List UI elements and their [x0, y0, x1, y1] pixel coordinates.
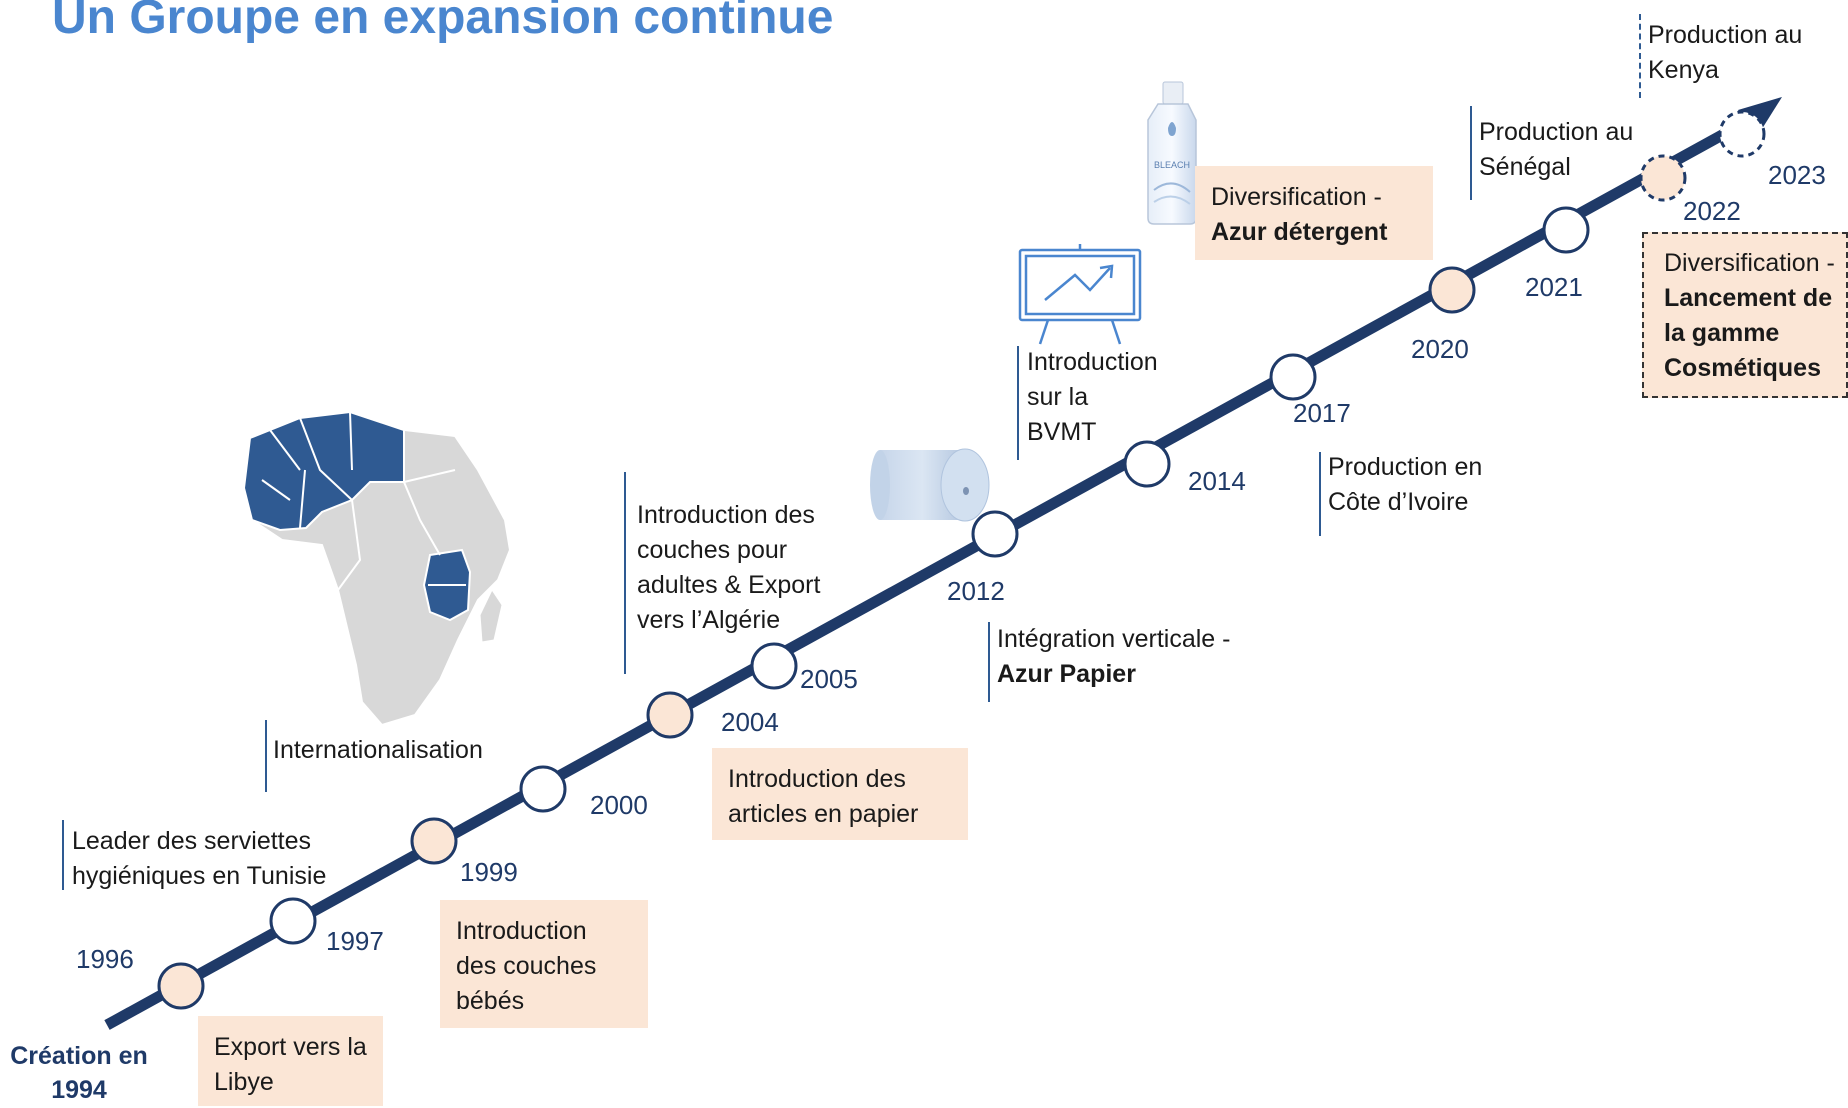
leader-bar — [62, 820, 64, 890]
annotation-cote-ivoire-line-1: Production en — [1328, 453, 1483, 481]
bottle-label: BLEACH — [1154, 160, 1190, 170]
box-azur-detergent: Diversification - Azur détergent — [1195, 166, 1433, 260]
annotation-cote-ivoire-line-2: Côte d’Ivoire — [1328, 488, 1469, 516]
year-2017: 2017 — [1293, 398, 1351, 428]
node-2020 — [1428, 266, 1476, 314]
page-title: Un Groupe en expansion continue — [52, 0, 834, 44]
year-1999: 1999 — [460, 857, 518, 887]
box-articles-papier-line-2: articles en papier — [728, 800, 919, 828]
paper-roll-icon — [870, 448, 990, 522]
year-2004: 2004 — [721, 707, 779, 737]
africa-map-icon — [242, 410, 512, 727]
box-articles-papier: Introduction des articles en papier — [712, 748, 968, 840]
annotation-kenya: Production au Kenya — [1648, 18, 1802, 88]
node-2005 — [750, 642, 798, 690]
annotation-internationalisation: Internationalisation — [273, 733, 483, 768]
annotation-bvmt-line-3: BVMT — [1027, 418, 1097, 446]
box-couches-bebes-line-3: bébés — [456, 987, 525, 1015]
box-cosmetiques-line-3: la gamme — [1664, 319, 1780, 347]
annotation-integration-line-1: Intégration verticale - — [997, 625, 1231, 653]
box-cosmetiques-line-4: Cosmétiques — [1664, 354, 1821, 382]
international-bar — [265, 720, 267, 792]
papier-bar — [988, 622, 990, 702]
kenya-bar — [1639, 14, 1641, 98]
adultes-bar — [624, 472, 626, 674]
creation-label: Création en 1994 — [0, 1040, 158, 1108]
node-2014 — [1123, 440, 1171, 488]
year-2021: 2021 — [1525, 272, 1583, 302]
box-cosmetiques-line-1: Diversification - — [1664, 249, 1835, 277]
node-2021 — [1542, 206, 1590, 254]
annotation-bvmt: Introduction sur la BVMT — [1027, 345, 1158, 450]
annotation-leader-line-1: Leader des serviettes — [72, 827, 312, 855]
timeline-line — [104, 113, 1756, 1030]
annotation-bvmt-line-2: sur la — [1027, 383, 1089, 411]
box-export-libye-line-1: Export vers la — [214, 1033, 367, 1061]
creation-line-2: 1994 — [51, 1075, 107, 1104]
box-couches-bebes: Introduction des couches bébés — [440, 900, 648, 1028]
annotation-integration: Intégration verticale - Azur Papier — [997, 622, 1230, 692]
cote-ivoire-bar — [1319, 452, 1321, 536]
box-azur-detergent-line-2: Azur détergent — [1211, 218, 1388, 246]
senegal-bar — [1470, 106, 1472, 200]
year-2012: 2012 — [947, 576, 1005, 606]
annotation-senegal: Production au Sénégal — [1479, 115, 1633, 185]
annotation-leader: Leader des serviettes hygiéniques en Tun… — [72, 824, 326, 894]
box-azur-detergent-line-1: Diversification - — [1211, 183, 1382, 211]
year-2000: 2000 — [590, 790, 648, 820]
node-2023 — [1718, 110, 1766, 158]
annotation-cote-ivoire: Production en Côte d’Ivoire — [1328, 450, 1482, 520]
annotation-kenya-line-2: Kenya — [1648, 56, 1719, 84]
creation-line-1: Création en — [10, 1042, 148, 1070]
year-2023: 2023 — [1768, 160, 1826, 190]
annotation-bvmt-line-1: Introduction — [1027, 348, 1158, 376]
annotation-adultes-line-3: adultes & Export — [637, 571, 821, 599]
node-1997 — [269, 897, 317, 945]
annotation-adultes-line-1: Introduction des — [637, 501, 815, 529]
node-1999 — [410, 817, 458, 865]
box-couches-bebes-line-1: Introduction — [456, 917, 587, 945]
node-2022 — [1639, 154, 1687, 202]
annotation-integration-line-2: Azur Papier — [997, 660, 1136, 688]
year-1997: 1997 — [326, 926, 384, 956]
year-2014: 2014 — [1188, 466, 1246, 496]
annotation-adultes-line-2: couches pour — [637, 536, 788, 564]
year-2005: 2005 — [800, 664, 858, 694]
node-2017 — [1269, 353, 1317, 401]
node-1996 — [157, 962, 205, 1010]
box-couches-bebes-line-2: des couches — [456, 952, 597, 980]
annotation-adultes-line-4: vers l’Algérie — [637, 606, 781, 634]
box-cosmetiques: Diversification - Lancement de la gamme … — [1642, 232, 1848, 398]
node-2000 — [519, 765, 567, 813]
annotation-internationalisation-line-1: Internationalisation — [273, 736, 483, 764]
year-1996: 1996 — [76, 944, 134, 974]
annotation-senegal-line-2: Sénégal — [1479, 153, 1571, 181]
box-export-libye-line-2: Libye — [214, 1068, 274, 1096]
annotation-senegal-line-1: Production au — [1479, 118, 1634, 146]
chart-board-icon — [1018, 244, 1142, 345]
node-2012 — [971, 510, 1019, 558]
bvmt-bar — [1017, 346, 1019, 460]
year-2020: 2020 — [1411, 334, 1469, 364]
box-cosmetiques-line-2: Lancement de — [1664, 284, 1833, 312]
box-export-libye: Export vers la Libye — [198, 1016, 383, 1106]
annotation-kenya-line-1: Production au — [1648, 21, 1803, 49]
annotation-adultes: Introduction des couches pour adultes & … — [637, 498, 820, 638]
annotation-leader-line-2: hygiéniques en Tunisie — [72, 862, 327, 890]
bleach-bottle-icon: BLEACH — [1147, 81, 1197, 225]
box-articles-papier-line-1: Introduction des — [728, 765, 906, 793]
year-2022: 2022 — [1683, 196, 1741, 226]
node-2004 — [646, 691, 694, 739]
